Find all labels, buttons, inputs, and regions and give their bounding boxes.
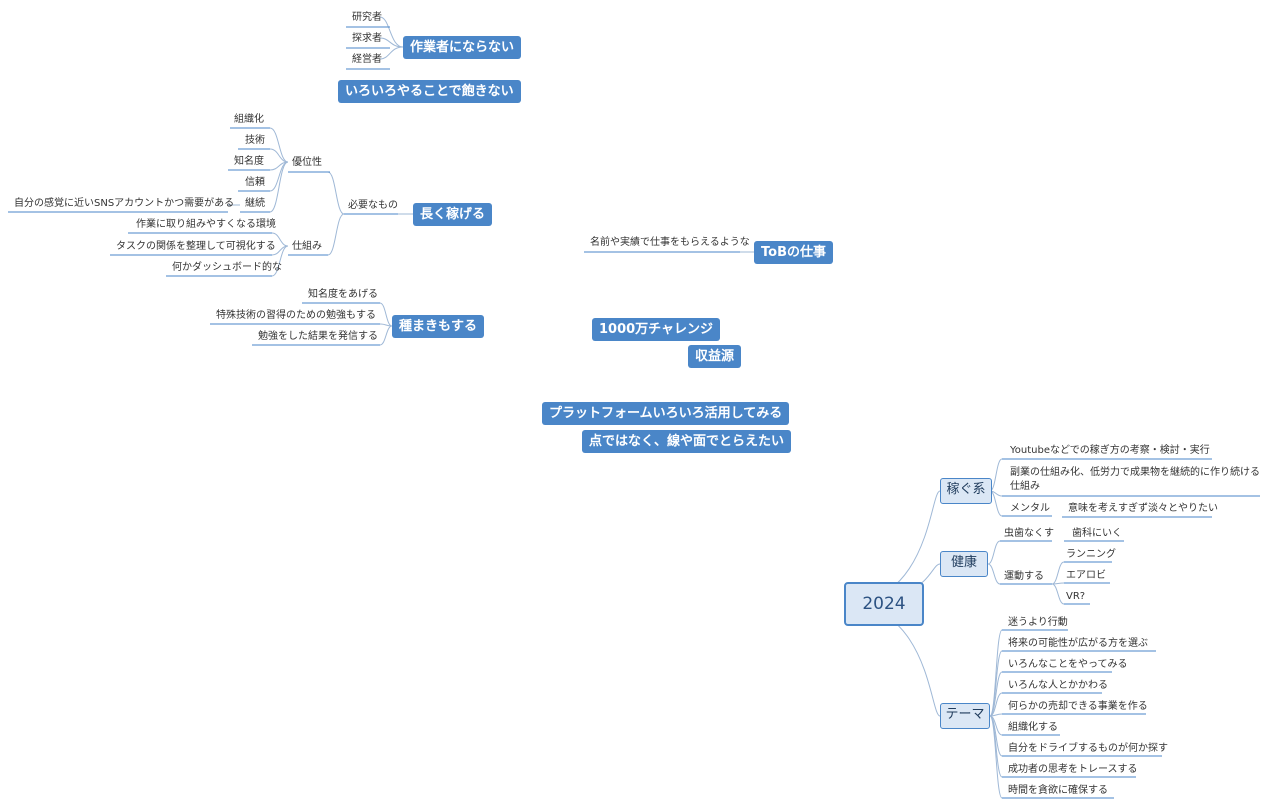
yuui-child-4[interactable]: 継続 xyxy=(245,198,265,209)
topic-platform[interactable]: プラットフォームいろいろ活用してみる xyxy=(542,402,790,425)
shikumi-child-0[interactable]: 作業に取り組みやすくなる環境 xyxy=(136,219,276,230)
sakugyo-child-1[interactable]: 探求者 xyxy=(352,33,382,44)
kasegu-mental-child[interactable]: 意味を考えすぎず淡々とやりたい xyxy=(1068,503,1218,514)
topic-tob[interactable]: ToBの仕事 xyxy=(754,241,833,264)
tob-child[interactable]: 名前や実績で仕事をもらえるような xyxy=(590,237,750,248)
theme-item-1[interactable]: 将来の可能性が広がる方を選ぶ xyxy=(1008,638,1148,649)
tanemaki-child-0[interactable]: 知名度をあげる xyxy=(308,289,378,300)
theme-item-8[interactable]: 時間を貪欲に確保する xyxy=(1008,785,1108,796)
topic-iroiro[interactable]: いろいろやることで飽きない xyxy=(338,80,521,103)
theme-item-4[interactable]: 何らかの売却できる事業を作る xyxy=(1008,701,1148,712)
nagaku-yuui[interactable]: 優位性 xyxy=(292,157,322,168)
topic-shueki[interactable]: 収益源 xyxy=(688,345,742,368)
theme-item-7[interactable]: 成功者の思考をトレースする xyxy=(1008,764,1138,775)
topic-sakugyo[interactable]: 作業者にならない xyxy=(403,36,522,59)
nagaku-shikumi[interactable]: 仕組み xyxy=(292,241,322,252)
undou-child-1[interactable]: エアロビ xyxy=(1066,570,1106,581)
topic-tanemaki[interactable]: 種まきもする xyxy=(392,315,485,338)
branch-theme[interactable]: テーマ xyxy=(940,703,990,729)
yuui-child-2[interactable]: 知名度 xyxy=(234,156,264,167)
theme-item-6[interactable]: 自分をドライブするものが何か探す xyxy=(1008,743,1168,754)
root-node[interactable]: 2024 xyxy=(844,582,924,626)
theme-item-5[interactable]: 組織化する xyxy=(1008,722,1058,733)
shikumi-child-2[interactable]: 何かダッシュボード的な xyxy=(172,262,282,273)
yuui-child-1[interactable]: 技術 xyxy=(245,135,265,146)
theme-item-3[interactable]: いろんな人とかかわる xyxy=(1008,680,1108,691)
tanemaki-child-2[interactable]: 勉強をした結果を発信する xyxy=(258,331,378,342)
kenkou-undou[interactable]: 運動する xyxy=(1004,571,1044,582)
sakugyo-child-2[interactable]: 経営者 xyxy=(352,54,382,65)
yuui-child-0[interactable]: 組織化 xyxy=(234,114,264,125)
topic-challenge[interactable]: 1000万チャレンジ xyxy=(592,318,721,341)
undou-child-0[interactable]: ランニング xyxy=(1066,549,1116,560)
undou-child-2[interactable]: VR? xyxy=(1066,591,1086,602)
keizoku-child[interactable]: 自分の感覚に近いSNSアカウントかつ需要がある xyxy=(14,198,235,209)
yuui-child-3[interactable]: 信頼 xyxy=(245,177,265,188)
branch-kenkou[interactable]: 健康 xyxy=(940,551,988,577)
topic-ten[interactable]: 点ではなく、線や面でとらえたい xyxy=(582,430,792,453)
branch-kasegu[interactable]: 稼ぐ系 xyxy=(940,478,992,504)
theme-item-0[interactable]: 迷うより行動 xyxy=(1008,617,1068,628)
tanemaki-child-1[interactable]: 特殊技術の習得のための勉強もする xyxy=(216,310,376,321)
shikumi-child-1[interactable]: タスクの関係を整理して可視化する xyxy=(116,241,276,252)
kasegu-mental[interactable]: メンタル xyxy=(1010,503,1050,514)
kenkou-mushiba[interactable]: 虫歯なくす xyxy=(1004,528,1054,539)
kasegu-item-1[interactable]: 副業の仕組み化、低労力で成果物を継続的に作り続ける仕組み xyxy=(1010,467,1260,492)
kenkou-mushiba-child[interactable]: 歯科にいく xyxy=(1072,528,1122,539)
theme-item-2[interactable]: いろんなことをやってみる xyxy=(1008,659,1128,670)
nagaku-hitsuyou[interactable]: 必要なもの xyxy=(348,200,398,211)
kasegu-item-0[interactable]: Youtubeなどでの稼ぎ方の考察・検討・実行 xyxy=(1010,445,1210,456)
topic-nagaku[interactable]: 長く稼げる xyxy=(413,203,493,226)
sakugyo-child-0[interactable]: 研究者 xyxy=(352,12,382,23)
